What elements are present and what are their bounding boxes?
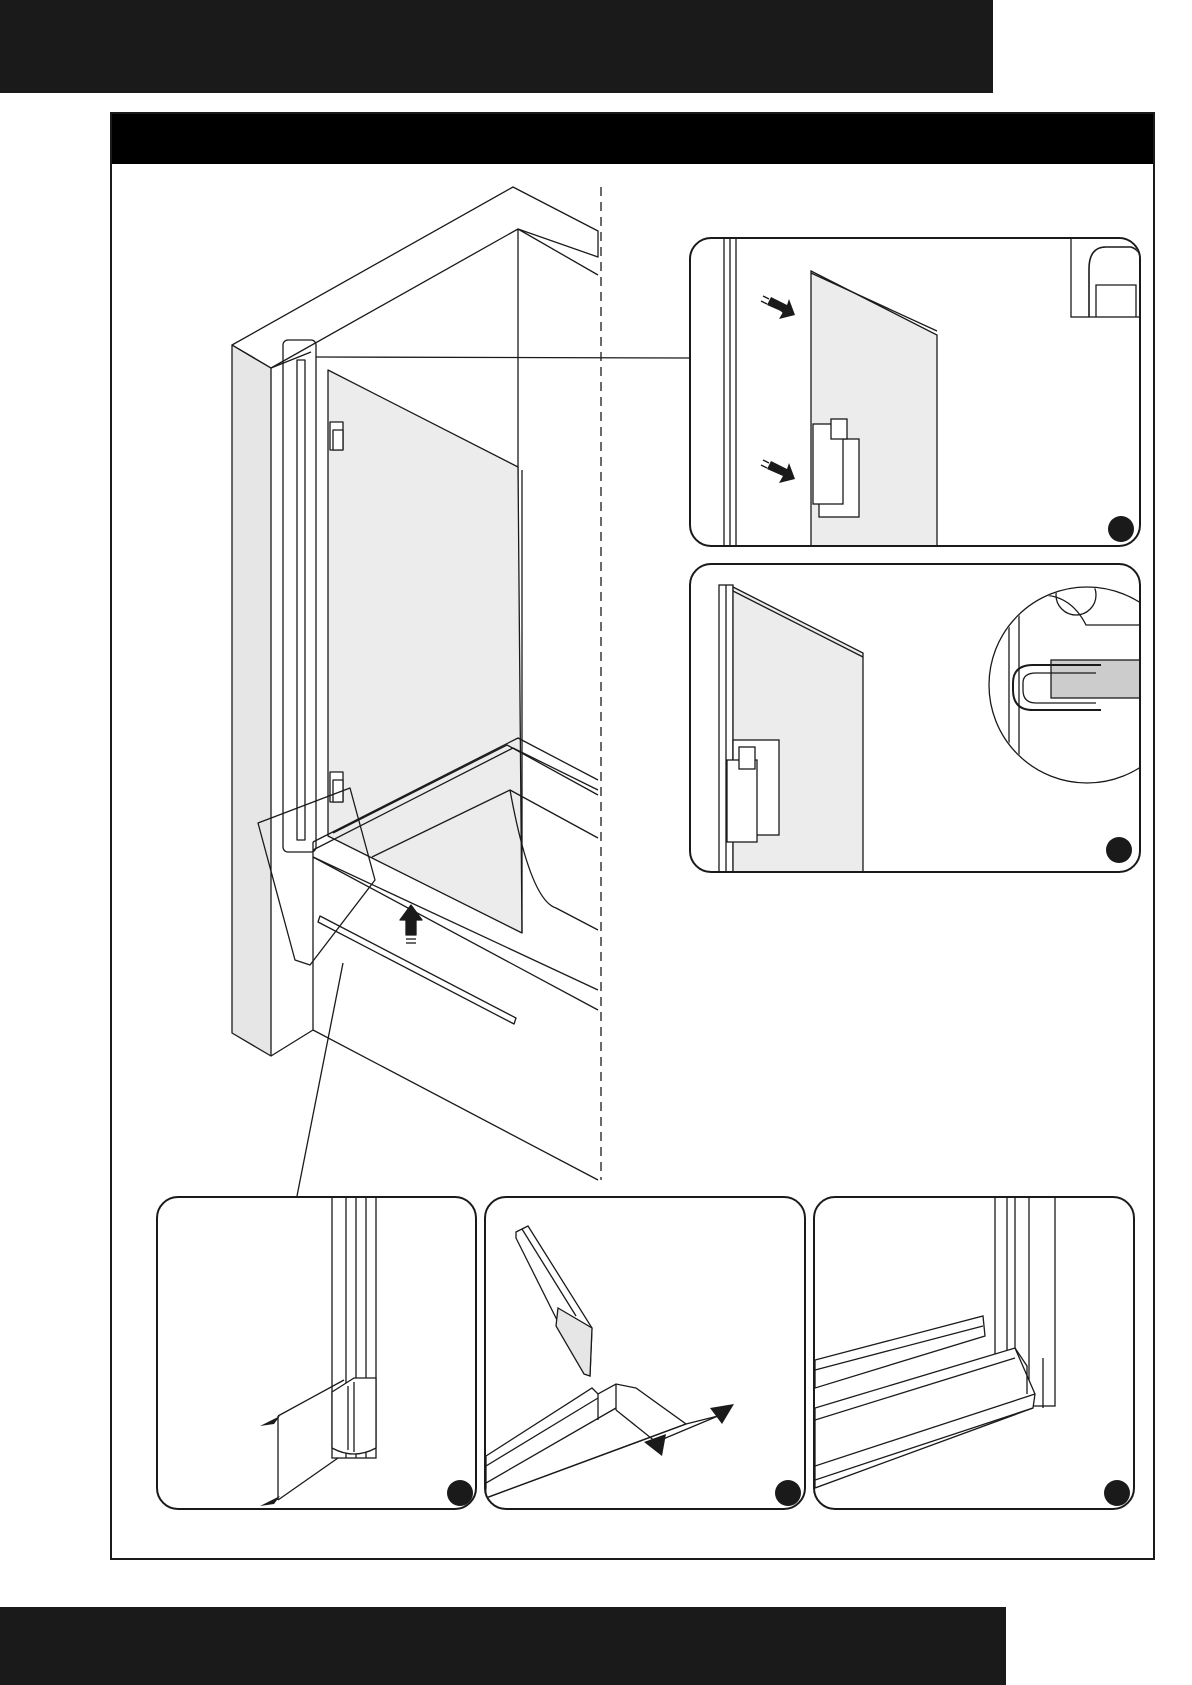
dimension-arrow-top	[260, 1416, 280, 1426]
detail-panel-2	[689, 563, 1141, 873]
detail-panel-5	[813, 1196, 1135, 1510]
cut-arrow-right	[710, 1404, 734, 1424]
detail-panel-3	[156, 1196, 477, 1510]
wall-top	[232, 187, 598, 368]
bottom-seal-strip	[318, 916, 516, 1024]
bottom-footer-bar	[0, 1607, 1006, 1685]
glass-panel	[328, 370, 522, 933]
detail-panel-4	[484, 1196, 806, 1510]
step-marker-4	[775, 1480, 801, 1506]
leader-line-top	[316, 357, 690, 358]
dimension-arrow-bottom	[260, 1496, 280, 1506]
step-marker-5	[1104, 1480, 1130, 1506]
step-marker-3	[447, 1480, 473, 1506]
wall-profile	[297, 360, 305, 840]
step-marker-1	[1108, 516, 1134, 542]
wall-face	[232, 345, 271, 1056]
detail-panel-1	[689, 237, 1141, 547]
arrow-right-icon-bottom	[767, 461, 795, 483]
step-marker-2	[1106, 837, 1132, 863]
leader-line-bottom	[297, 963, 343, 1196]
seal-profile-inset	[1071, 239, 1141, 317]
arrow-up-icon	[400, 905, 422, 935]
